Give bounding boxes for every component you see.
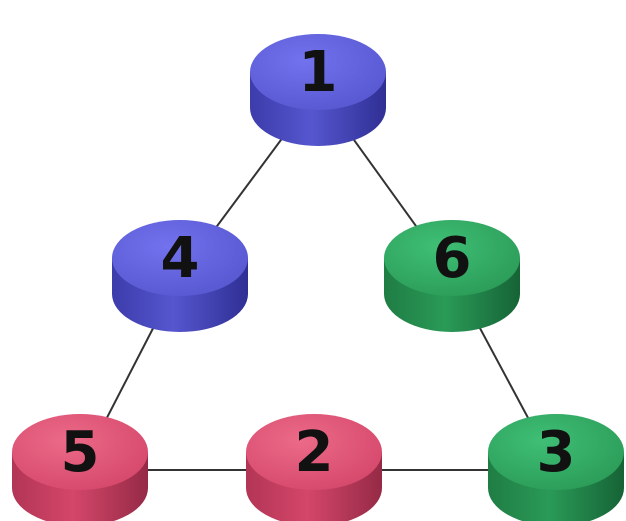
node-4: 4 (112, 220, 248, 332)
node-6: 6 (384, 220, 520, 332)
node-4-label: 4 (161, 226, 200, 291)
node-6-label: 6 (433, 226, 472, 291)
node-3: 3 (488, 414, 624, 521)
node-5-label: 5 (61, 420, 100, 485)
node-5: 5 (12, 414, 148, 521)
node-3-label: 3 (537, 420, 576, 485)
nodes-layer: 1 4 6 5 2 3 (12, 34, 624, 521)
node-2: 2 (246, 414, 382, 521)
node-2-label: 2 (295, 420, 334, 485)
node-1-label: 1 (299, 40, 338, 105)
node-1: 1 (250, 34, 386, 146)
